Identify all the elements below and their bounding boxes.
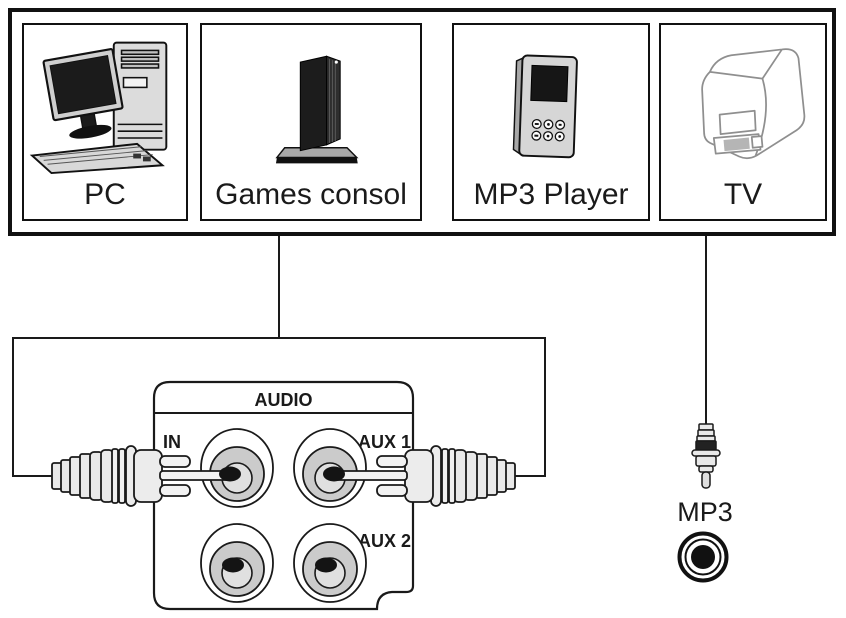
tv-illustration [701,48,806,160]
mp3-jack-label: MP3 [677,497,733,527]
mp3-mini-plug [691,423,721,489]
rca-jack-holes [219,466,345,573]
device-label-mp3-player: MP3 Player [473,178,629,211]
device-label-pc: PC [84,178,126,211]
device-label-games-console: Games consol [215,178,407,211]
jack-label-aux2: AUX 2 [358,531,411,551]
audio-panel: AUDIO IN AUX 1 AUX 2 [152,380,415,611]
audio-panel-outline [152,380,415,611]
device-box-games-console: Games consol [200,23,422,221]
mp3-jack [677,531,729,583]
jack-label-aux1: AUX 1 [358,432,411,452]
device-box-pc: PC [22,23,188,221]
device-box-tv: TV [659,23,827,221]
audio-panel-title: AUDIO [255,390,313,410]
receiver-outline-box [12,337,546,477]
device-label-tv: TV [723,178,763,211]
pc-illustration [29,41,168,175]
games-console-illustration [275,55,359,164]
mp3-player-illustration [512,54,578,159]
device-box-mp3-player: MP3 Player [452,23,650,221]
jack-label-in: IN [163,432,181,452]
rca-jack-in [200,428,274,508]
